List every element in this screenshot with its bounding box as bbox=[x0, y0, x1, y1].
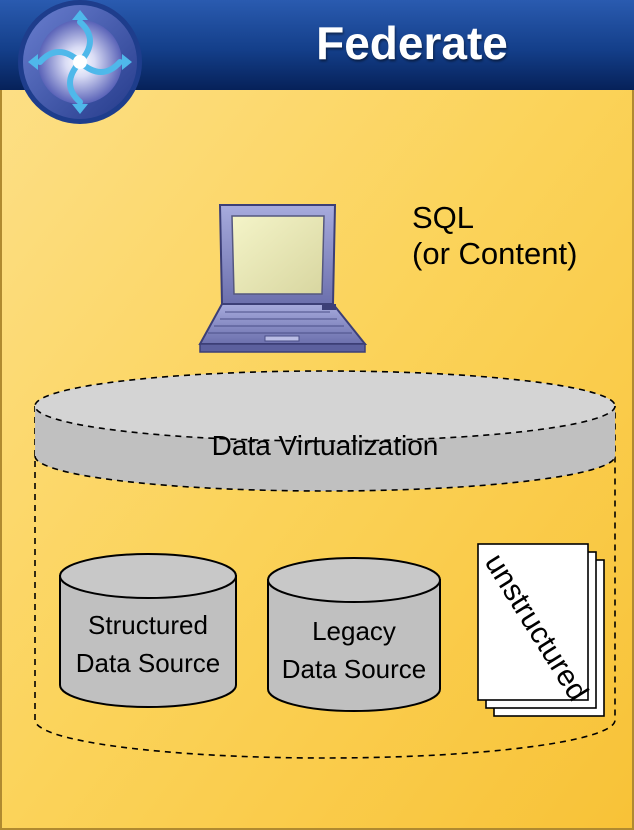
query-label: SQL (or Content) bbox=[412, 200, 577, 272]
structured-label-line2: Data Source bbox=[75, 648, 221, 678]
virtualization-cylinder bbox=[34, 370, 616, 759]
legacy-data-source-cylinder bbox=[267, 557, 441, 712]
data-virtualization-label: Data Virtualization bbox=[211, 430, 439, 461]
structured-label-line1: Structured bbox=[88, 610, 208, 640]
structured-data-source-label: Structured Data Source bbox=[60, 606, 236, 682]
laptop-icon bbox=[198, 204, 368, 353]
query-label-line2: (or Content) bbox=[412, 236, 578, 271]
stacked-documents-icon bbox=[477, 543, 605, 717]
structured-data-source-cylinder bbox=[59, 553, 237, 708]
legacy-data-source-label: Legacy Data Source bbox=[268, 612, 440, 688]
page-title: Federate bbox=[316, 17, 508, 69]
circular-arrows-icon bbox=[18, 0, 142, 124]
query-label-line1: SQL bbox=[412, 200, 475, 235]
legacy-label-line2: Data Source bbox=[281, 654, 427, 684]
legacy-label-line1: Legacy bbox=[312, 616, 396, 646]
